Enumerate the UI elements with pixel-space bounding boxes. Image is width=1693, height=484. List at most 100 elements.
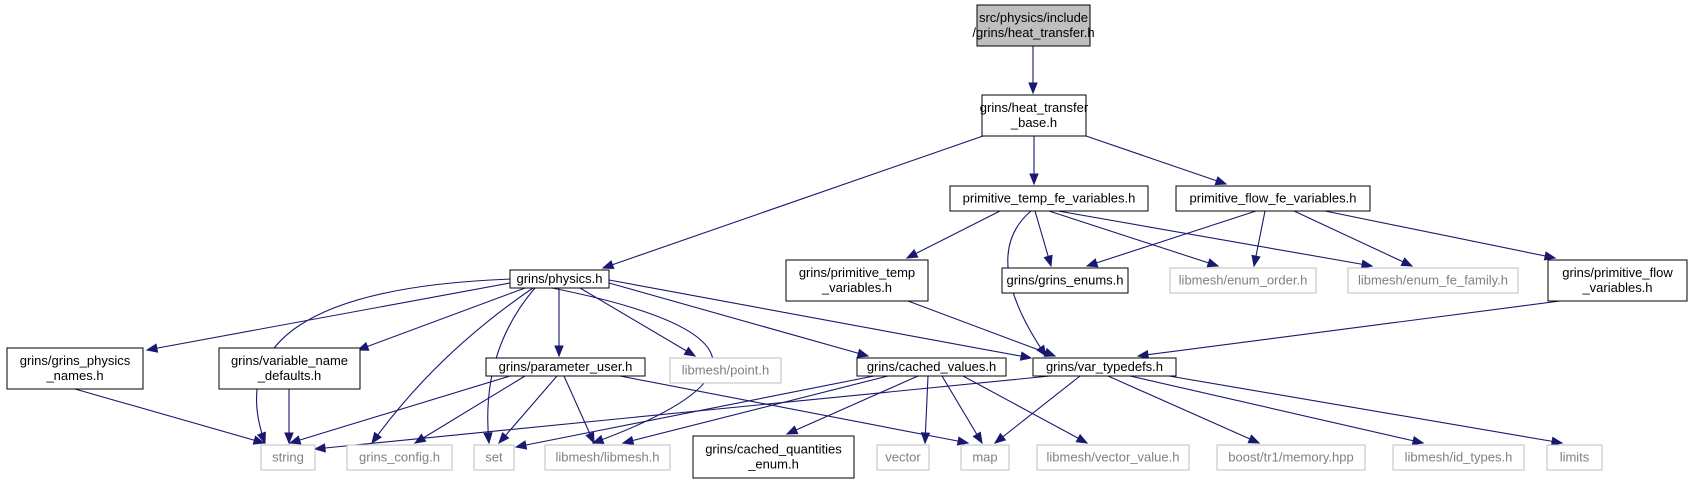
node-cqe[interactable]: grins/cached_quantities_enum.h (692, 435, 855, 479)
dependency-edge (1107, 375, 1260, 444)
node-eorder: libmesh/enum_order.h (1169, 267, 1317, 294)
dependency-arrow-head (313, 443, 326, 453)
node-box (1169, 267, 1317, 294)
dependency-arrow-head (1043, 254, 1053, 268)
node-vval: libmesh/vector_value.h (1036, 444, 1190, 471)
dependency-arrow-head (288, 435, 302, 445)
dependency-edge (289, 375, 511, 444)
dependency-edge (1324, 210, 1556, 259)
dependency-edge (498, 375, 558, 444)
node-pfv[interactable]: grins/primitive_flow_variables.h (1547, 259, 1688, 302)
dependency-arrow-head (1206, 258, 1220, 268)
node-label: grins/grins_enums.h (1006, 273, 1123, 288)
node-label: libmesh/id_types.h (1405, 450, 1513, 465)
dependency-edge (371, 287, 534, 444)
dependency-arrow-head (256, 431, 266, 445)
dependency-arrow-head (1247, 434, 1261, 444)
node-puser[interactable]: grins/parameter_user.h (485, 357, 646, 377)
node-label: _names.h (45, 368, 103, 383)
dependency-edge (906, 210, 1001, 259)
node-box (960, 444, 1010, 471)
node-set: set (473, 444, 515, 471)
node-root[interactable]: src/physics/include/grins/heat_transfer.… (972, 4, 1095, 47)
node-box (949, 185, 1149, 212)
node-cval[interactable]: grins/cached_values.h (856, 357, 1007, 377)
node-ptv[interactable]: grins/primitive_temp_variables.h (785, 259, 929, 302)
node-box (473, 444, 515, 471)
dependency-edge (1057, 210, 1373, 267)
dependency-edge (1137, 300, 1561, 357)
node-label: grins/heat_transfer (980, 100, 1089, 115)
dependency-arrow-head (956, 436, 970, 446)
node-label: libmesh/point.h (682, 363, 769, 378)
node-libmesh: libmesh/libmesh.h (544, 444, 671, 471)
dependency-arrow-head (972, 431, 983, 445)
dependency-edge (962, 375, 1088, 444)
node-box (876, 444, 930, 471)
node-genums[interactable]: grins/grins_enums.h (1001, 267, 1129, 294)
node-label: string (272, 450, 304, 465)
node-label: grins/var_typedefs.h (1046, 359, 1163, 374)
dependency-edge (414, 375, 526, 444)
node-label: vector (885, 450, 921, 465)
node-label: set (485, 450, 503, 465)
dependency-edge (941, 375, 983, 444)
dependency-arrow-head (1360, 259, 1374, 269)
node-box (485, 357, 646, 377)
node-pffe[interactable]: primitive_flow_fe_variables.h (1175, 185, 1371, 212)
dependency-arrow-head (856, 348, 870, 358)
dependency-arrow-head (1543, 251, 1557, 261)
node-box (1392, 444, 1525, 471)
dependency-arrow-head (284, 432, 294, 445)
dependency-arrow-head (591, 434, 605, 444)
dependency-arrow-head (1075, 433, 1089, 444)
dependency-arrow-head (1411, 436, 1425, 446)
node-gpn[interactable]: grins/grins_physics_names.h (6, 347, 144, 390)
node-label: libmesh/enum_order.h (1179, 273, 1308, 288)
dependency-arrow-head (905, 249, 919, 259)
dependency-nodes: src/physics/include/grins/heat_transfer.… (6, 4, 1688, 479)
node-physics[interactable]: grins/physics.h (509, 269, 610, 289)
node-ptfe[interactable]: primitive_temp_fe_variables.h (949, 185, 1149, 212)
node-vtd[interactable]: grins/var_typedefs.h (1032, 357, 1177, 377)
node-label: boost/tr1/memory.hpp (1228, 450, 1353, 465)
dependency-arrow-head (514, 440, 528, 450)
node-box (1547, 259, 1688, 302)
node-limits: limits (1546, 444, 1603, 471)
node-vector: vector (876, 444, 930, 471)
node-box (1032, 357, 1177, 377)
dependency-edge (786, 375, 919, 435)
dependency-arrow-head (1136, 349, 1150, 360)
node-htbase[interactable]: grins/heat_transfer_base.h (980, 94, 1089, 137)
dependency-arrow-head (1550, 436, 1564, 446)
dependency-edge (619, 375, 969, 444)
node-box (981, 94, 1087, 137)
node-box (544, 444, 671, 471)
dependency-arrow-head (1029, 173, 1039, 186)
node-label: _base.h (1010, 115, 1057, 130)
dependency-edge (1085, 135, 1227, 185)
node-label: grins/physics.h (517, 271, 603, 286)
dependency-arrow-head (1251, 254, 1261, 268)
node-label: grins/primitive_temp (799, 265, 915, 280)
dependency-edge (1293, 210, 1413, 267)
node-label: primitive_temp_fe_variables.h (963, 191, 1136, 206)
dependency-edge (256, 278, 513, 444)
node-label: /grins/heat_transfer.h (972, 25, 1094, 40)
node-box (785, 259, 929, 302)
node-box (1216, 444, 1366, 471)
dependency-edges (74, 46, 1564, 453)
dependency-arrow-head (993, 432, 1007, 444)
dependency-edge (1168, 375, 1563, 444)
dependency-edge (602, 135, 984, 269)
dependency-arrow-head (1214, 176, 1228, 186)
node-lpoint: libmesh/point.h (669, 357, 782, 384)
node-efamily: libmesh/enum_fe_family.h (1347, 267, 1519, 294)
dependency-edge (1048, 210, 1219, 267)
node-box (1036, 444, 1190, 471)
node-label: _enum.h (747, 457, 799, 472)
node-vnd[interactable]: grins/variable_name_defaults.h (218, 347, 361, 390)
node-box (692, 435, 855, 479)
node-label: grins_config.h (359, 450, 440, 465)
node-idtypes: libmesh/id_types.h (1392, 444, 1525, 471)
